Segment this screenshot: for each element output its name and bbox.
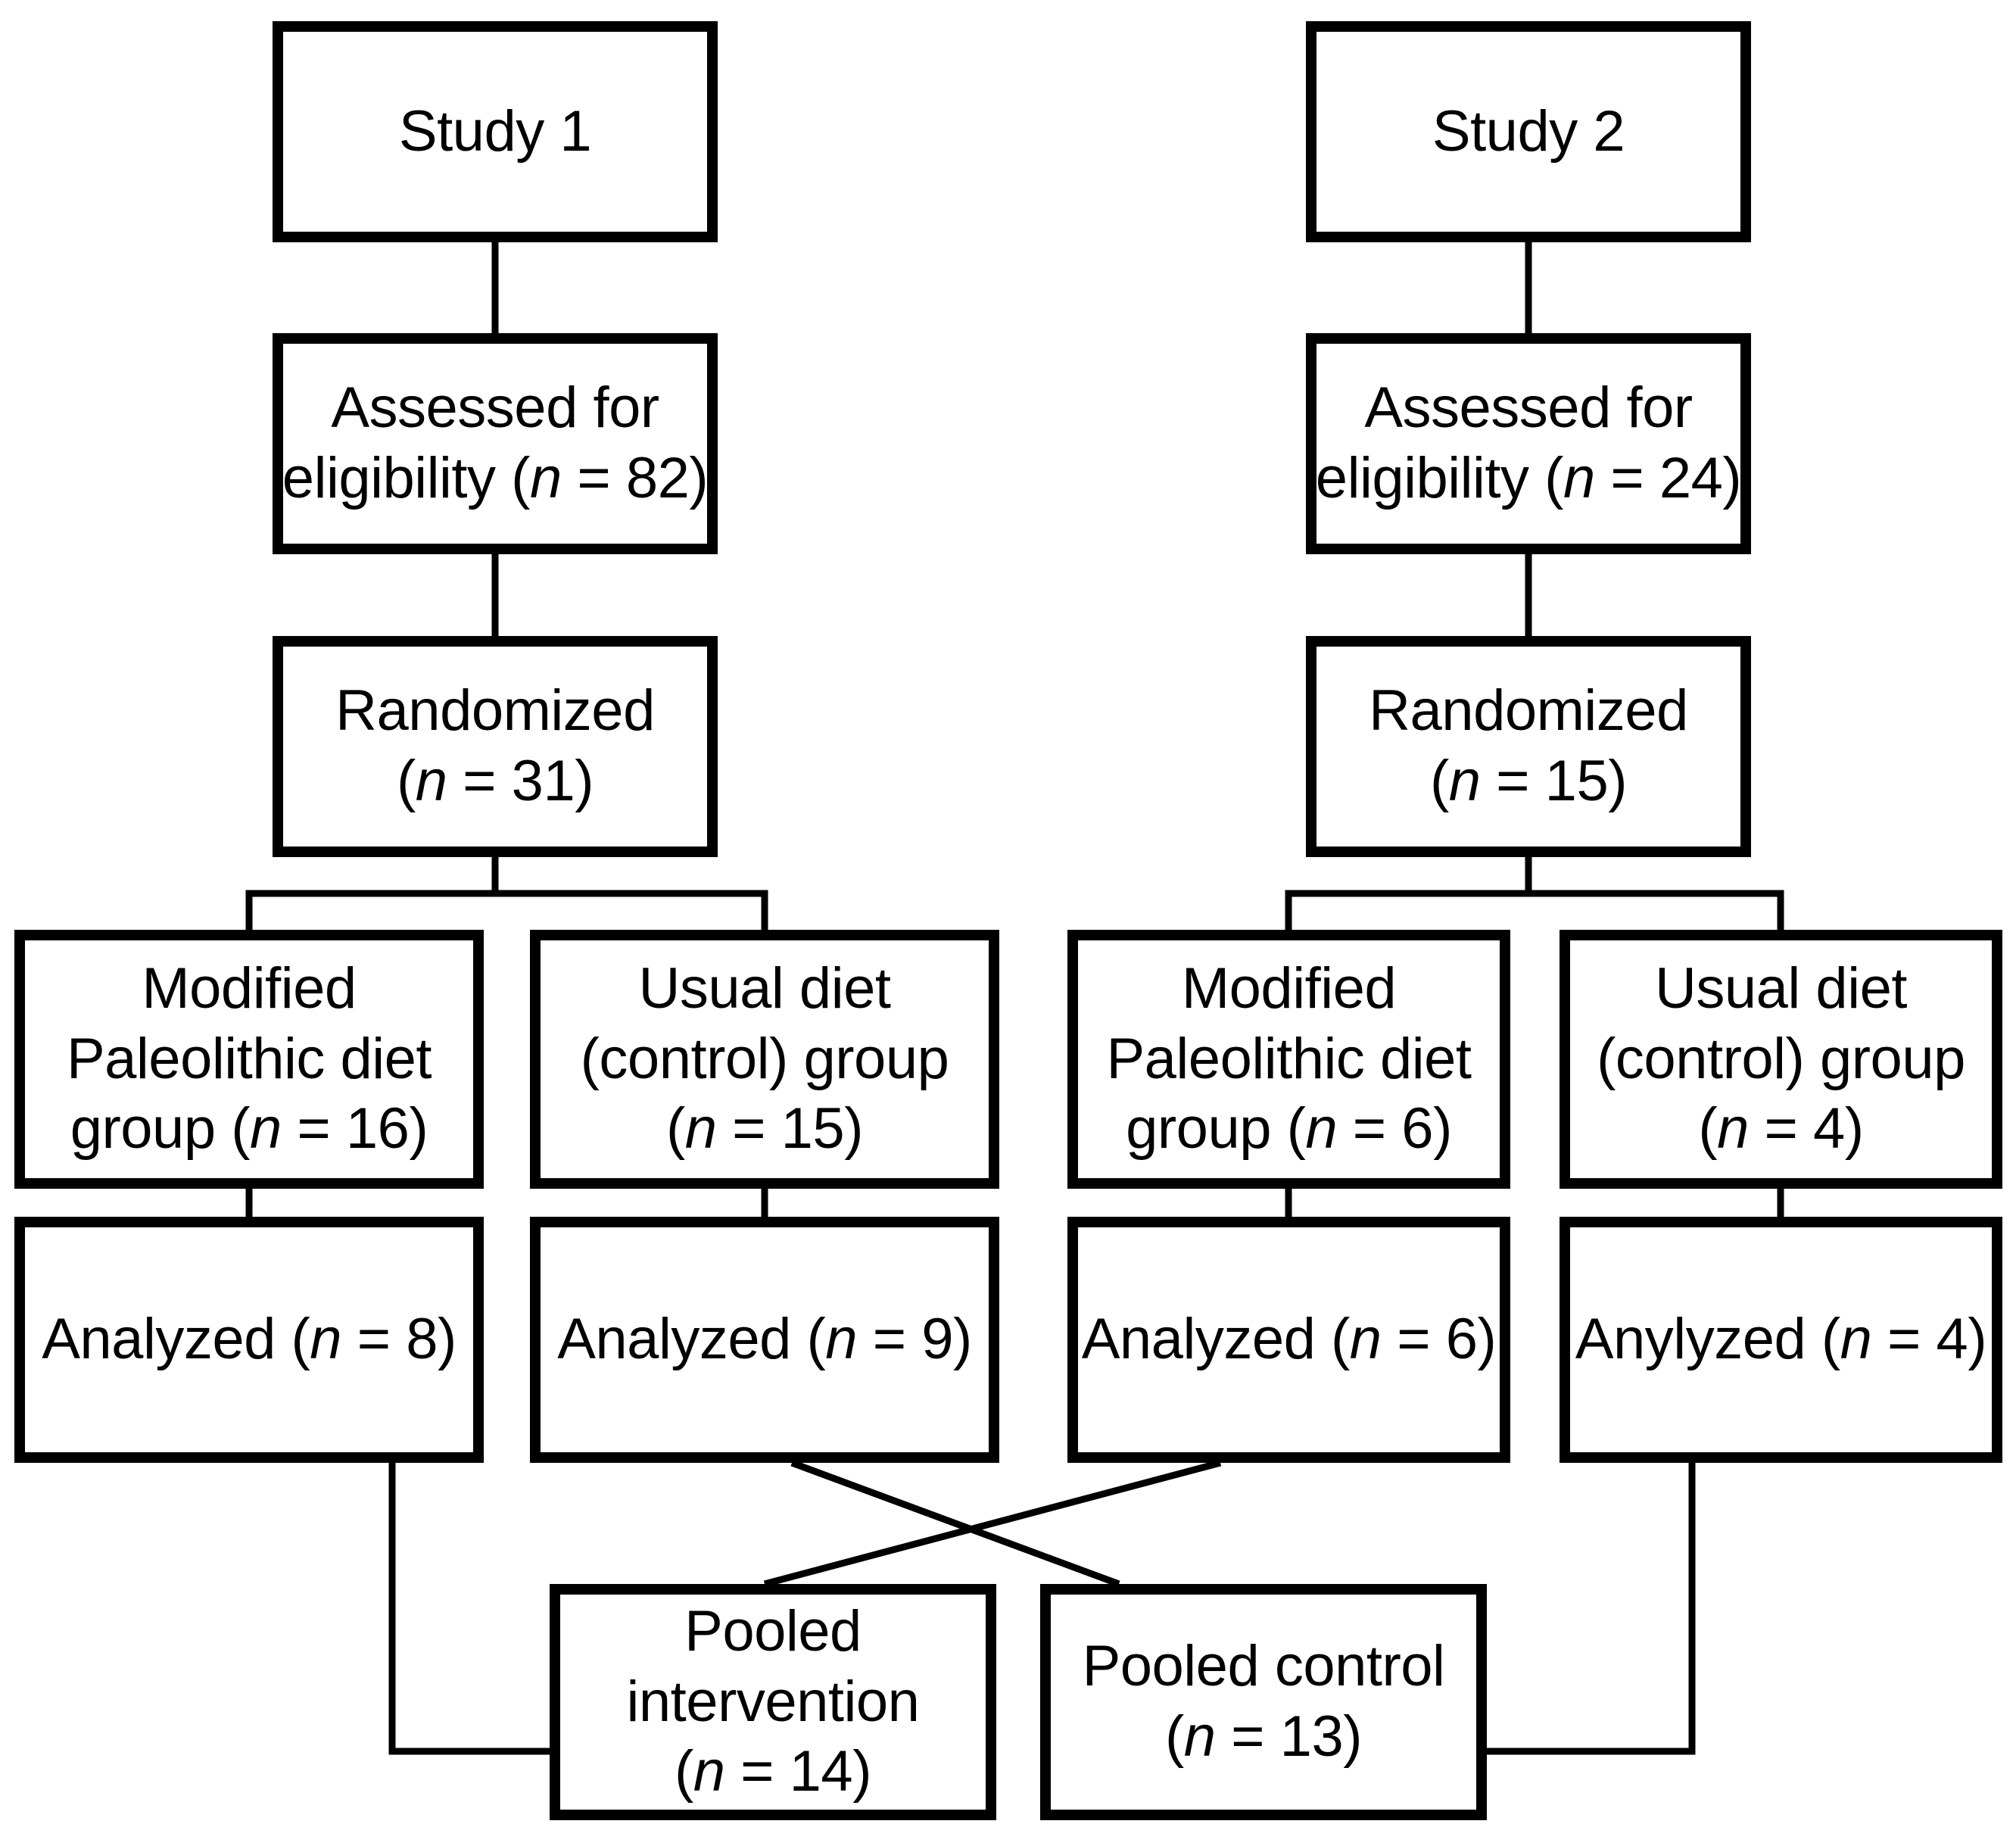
connector-study2-randomized-split — [1285, 857, 1532, 930]
connector-s1-analyzed-int-to-pooled-intervention — [388, 1463, 550, 1755]
connector-study2-randomized-split-right — [1528, 890, 1784, 930]
study-2-box — [1306, 21, 1751, 242]
connector-layer — [245, 242, 1784, 1755]
study-1-modified-paleolithic-diet-group-box — [14, 930, 484, 1189]
study-1-assessed-for-eligibility-box — [273, 333, 718, 554]
study-2-anylyzed-control-box — [1560, 1217, 2002, 1463]
pooled-intervention-box — [550, 1584, 996, 1820]
study-1-analyzed-control-box — [530, 1217, 999, 1463]
study-2-randomized-box — [1306, 636, 1751, 857]
study-2-assessed-for-eligibility-box — [1306, 333, 1751, 554]
node-layer — [14, 21, 2002, 1820]
study-2-modified-paleolithic-diet-group-box — [1067, 930, 1510, 1189]
connector-s2-analyzed-ctrl-to-pooled-control — [1487, 1463, 1696, 1755]
study-1-usual-diet-control-group-box — [530, 930, 999, 1189]
pooled-control-box — [1040, 1584, 1487, 1820]
study-2-analyzed-intervention-box — [1067, 1217, 1510, 1463]
study-1-box — [273, 21, 718, 242]
connector-s2-analyzed-int-to-pooled-intervention — [763, 1459, 1222, 1588]
study-1-randomized-box — [273, 636, 718, 857]
connector-study1-randomized-split-right — [495, 890, 768, 930]
study-1-analyzed-intervention-box — [14, 1217, 484, 1463]
study-2-usual-diet-control-group-box — [1560, 930, 2002, 1189]
connector-study1-randomized-split — [245, 857, 499, 930]
connector-s1-analyzed-ctrl-to-pooled-control — [790, 1459, 1120, 1588]
